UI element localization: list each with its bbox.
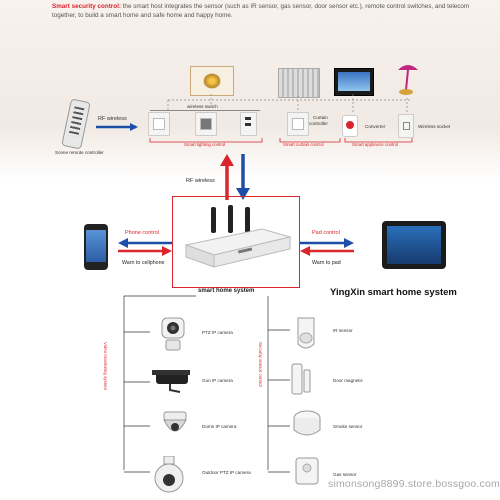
intro-title: Smart security control: <box>52 3 121 10</box>
pad-image <box>382 221 446 269</box>
smart-appliance-label: Smart appliance control <box>352 142 399 147</box>
phone-image <box>84 224 108 270</box>
tv-image <box>334 68 374 96</box>
top-dashed-links <box>149 94 413 143</box>
door-magnetic-image <box>291 363 311 395</box>
brand-title: YingXin smart home system <box>330 287 457 298</box>
phone-arrows <box>118 238 172 256</box>
desk-lamp-image <box>398 65 418 95</box>
wireless-socket-label: Wireless socket <box>418 124 451 129</box>
curtain-controller-label-2: controller <box>309 121 328 126</box>
hub-frame <box>172 196 300 288</box>
rf-vertical-arrows <box>220 154 250 200</box>
smart-curtain-label: Smart curtain control <box>283 142 324 147</box>
switch-panel-1 <box>148 112 170 136</box>
ir-sensor-image <box>297 317 315 349</box>
sensor-label-2: Door magnetic <box>333 378 363 383</box>
smoke-sensor-image <box>293 410 321 436</box>
hub-router-image <box>184 205 292 268</box>
dome-camera-image <box>163 411 187 432</box>
sensor-label-4: Gas sensor <box>333 472 357 477</box>
camera-label-3: Dome IP camera <box>202 424 237 429</box>
rf-wireless-hub-label: RF wireless <box>186 178 215 184</box>
smart-lighting-label: Smart lighting control <box>184 142 226 147</box>
sensor-label-3: Smoke sensor <box>333 424 363 429</box>
security-sensor-label: Security sensor control <box>258 342 263 387</box>
rf-wireless-top-label: RF wireless <box>98 116 127 122</box>
curtain-controller-label-1: Curtain <box>313 115 328 120</box>
gas-sensor-image <box>295 457 319 485</box>
converter-image <box>342 115 358 137</box>
sensor-label-1: IR sensor <box>333 328 353 333</box>
scene-remote-label: Scene remote controller <box>55 150 104 155</box>
camera-label-1: PTZ IP camera <box>202 330 233 335</box>
curtain-image <box>278 68 320 98</box>
watermark: simonsong8899.store.bossgoo.com <box>328 478 500 490</box>
converter-label: Converter <box>365 124 386 129</box>
chandelier-image <box>190 66 234 96</box>
switch-panel-3 <box>240 112 257 136</box>
phone-control-label: Phone control <box>125 230 159 236</box>
camera-label-2: Gun IP camera <box>202 378 233 383</box>
rf-arrow-top <box>96 123 138 131</box>
wireless-socket-image <box>398 114 414 138</box>
wireless-switch-label: wireless switch <box>187 104 218 109</box>
pad-arrows <box>300 238 354 256</box>
intro-paragraph: Smart security control: the smart host i… <box>52 2 472 20</box>
room-background <box>0 0 500 180</box>
smart-home-system-label: smart home system <box>198 288 255 294</box>
gun-camera-image <box>152 370 190 393</box>
warn-pad-label: Warn to pad <box>312 260 341 266</box>
outdoor-ptz-camera-image <box>154 456 184 493</box>
video-monitoring-label: Video monitoring system <box>103 342 108 390</box>
pad-control-label: Pad control <box>312 230 340 236</box>
camera-label-4: Outdoor PTZ IP camera <box>202 470 251 475</box>
curtain-panel <box>287 112 309 136</box>
warn-cellphone-label: Warn to cellphone <box>122 260 165 266</box>
ptz-camera-image <box>161 317 185 351</box>
switch-panel-2 <box>195 112 217 136</box>
wireless-switch-bracket <box>150 110 260 111</box>
intro-text: the smart host integrates the sensor (su… <box>52 3 470 19</box>
